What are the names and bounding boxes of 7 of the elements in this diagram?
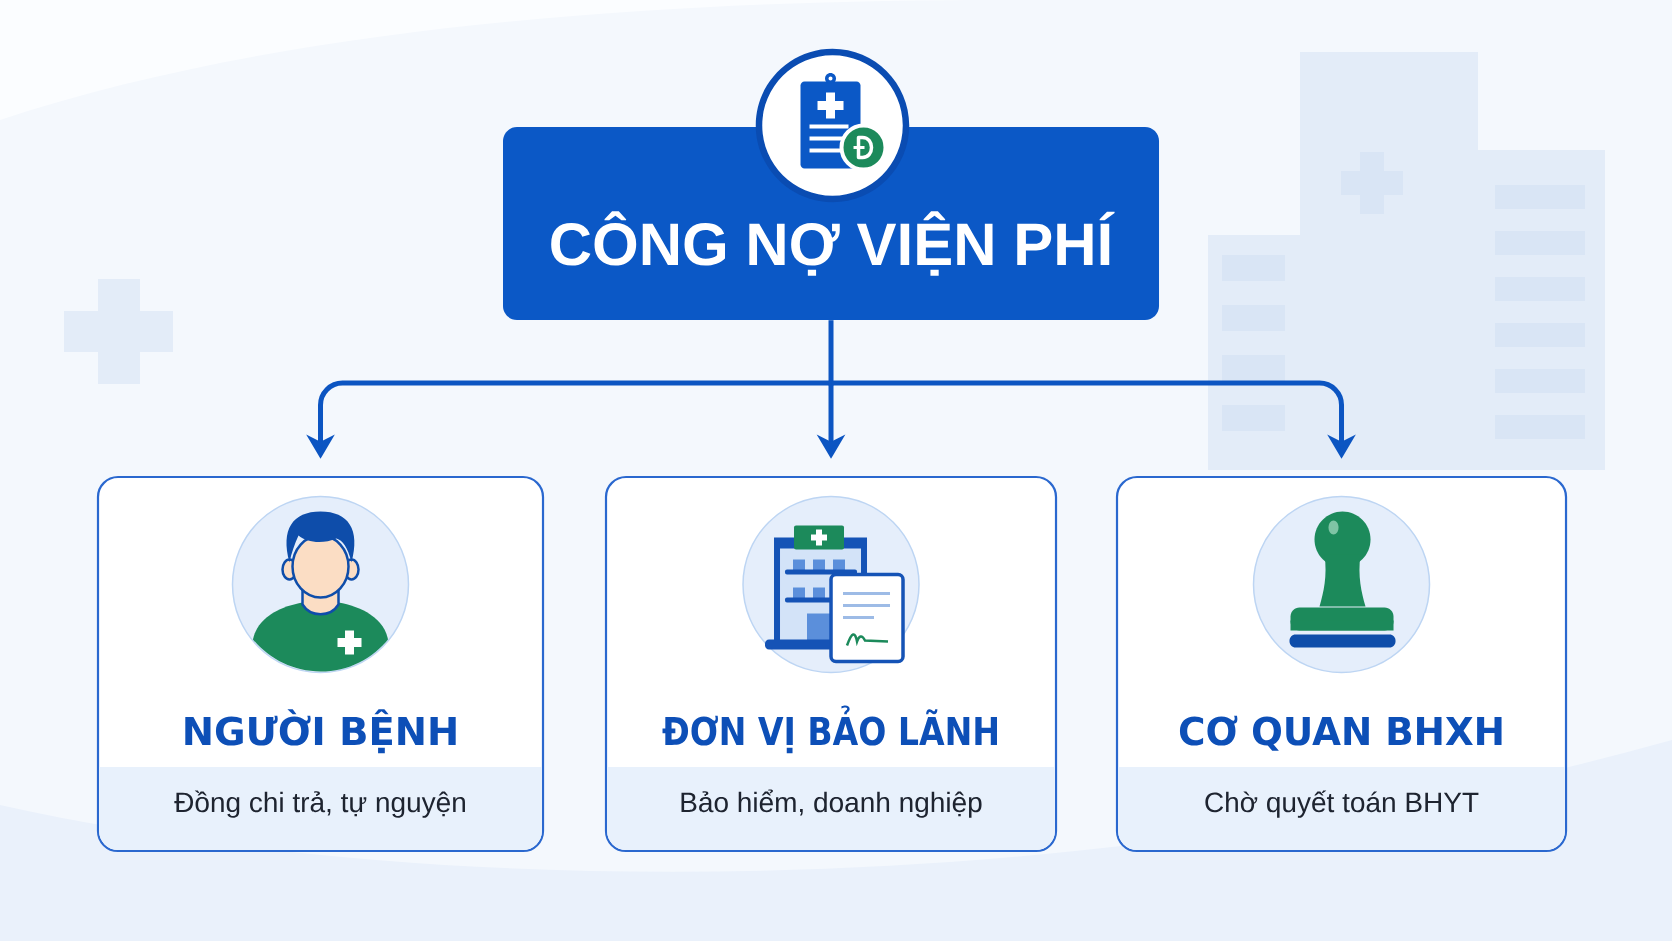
- card-footer: Chờ quyết toán BHYT: [1118, 767, 1565, 850]
- card-footer: Bảo hiểm, doanh nghiệp: [607, 767, 1055, 850]
- title-banner: CÔNG NỢ VIỆN PHÍ: [503, 127, 1159, 320]
- card-footer: Đồng chi trả, tự nguyện: [99, 767, 542, 850]
- card-title: ĐƠN VỊ BẢO LÃNH: [662, 705, 997, 754]
- card-title: NGƯỜI BỆNH: [185, 709, 456, 754]
- card-title: CƠ QUAN BHXH: [1179, 715, 1502, 751]
